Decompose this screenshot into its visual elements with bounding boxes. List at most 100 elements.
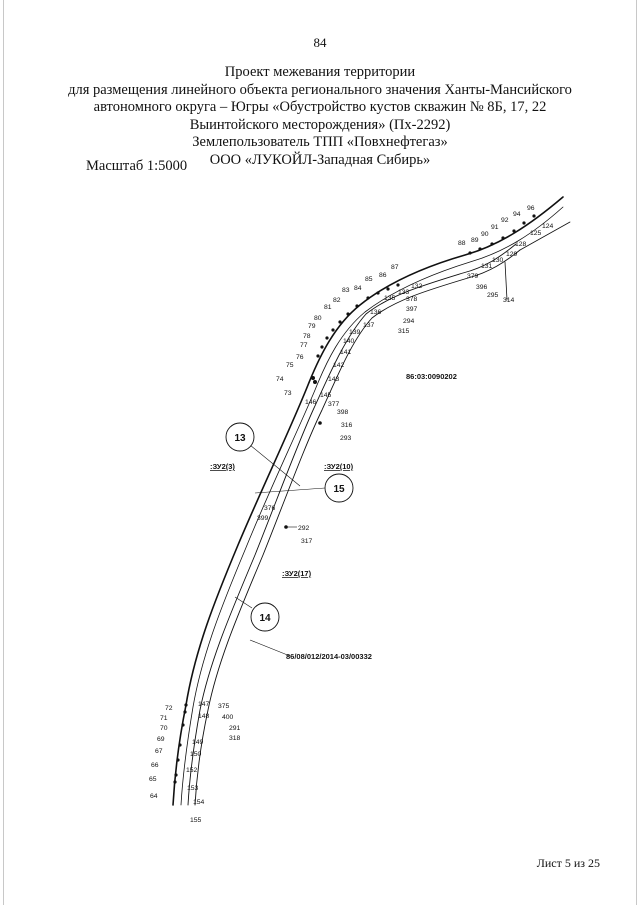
svg-text:91: 91 [491,224,499,231]
circled-label-13: 13 [225,422,255,452]
svg-text:398: 398 [337,409,349,416]
svg-text:85: 85 [365,276,373,283]
inner-left-boundary [180,206,564,806]
svg-text:129: 129 [506,251,518,258]
svg-text:142: 142 [333,362,345,369]
document-title: Проект межевания территории для размещен… [40,64,600,169]
svg-text:73: 73 [284,390,292,397]
svg-text:377: 377 [328,401,340,408]
svg-text:400: 400 [222,714,234,721]
svg-text:399: 399 [257,515,269,522]
branch-line-571 [519,221,571,251]
branch-line-314 [504,261,508,301]
svg-text:128: 128 [515,241,527,248]
svg-text:152: 152 [186,767,198,774]
svg-text:316: 316 [341,422,353,429]
point-labels-middle: 376 399 292 317 [257,505,313,545]
svg-text:82: 82 [333,297,341,304]
svg-text:153: 153 [187,785,199,792]
svg-text:70: 70 [160,725,168,732]
svg-text:89: 89 [471,237,479,244]
svg-text:396: 396 [476,284,488,291]
svg-text:139: 139 [349,329,361,336]
svg-text:74: 74 [276,376,284,383]
svg-text:132: 132 [411,283,423,290]
leader-15 [254,487,326,494]
svg-text:318: 318 [229,735,241,742]
parcel-zu2-10: :ЗУ2(10) [324,462,354,471]
parcel-reference-label: 86/08/012/2014-03/00332 [286,652,372,661]
svg-text:66: 66 [151,762,159,769]
leader-14 [234,596,253,609]
svg-text:96: 96 [527,205,535,212]
svg-text:92: 92 [501,217,509,224]
circled-label-15: 15 [324,473,354,503]
survey-points [173,214,536,784]
svg-text:133: 133 [398,289,410,296]
svg-text:314: 314 [503,297,515,304]
svg-text:376: 376 [264,505,276,512]
svg-text:292: 292 [298,525,310,532]
svg-text:79: 79 [308,323,316,330]
svg-text:124: 124 [542,223,554,230]
svg-text:155: 155 [190,817,202,824]
svg-text:72: 72 [165,705,173,712]
svg-text:77: 77 [300,342,308,349]
parcel-zu2-17: :ЗУ2(17) [282,569,312,578]
svg-text:145: 145 [320,392,332,399]
sheet-number: Лист 5 из 25 [536,856,600,870]
title-line-1: Проект межевания территории [224,64,416,80]
svg-text:86: 86 [379,272,387,279]
leader-13 [249,444,301,487]
svg-text:130: 130 [492,257,504,264]
svg-text:65: 65 [149,776,157,783]
svg-text:136: 136 [370,309,382,316]
svg-text:315: 315 [398,328,410,335]
svg-text:78: 78 [303,333,311,340]
svg-text:13: 13 [234,433,246,444]
svg-text:81: 81 [324,304,332,311]
svg-text:154: 154 [193,799,205,806]
point-labels-upper: 96 94 92 91 90 89 88 124 125 128 129 130… [276,205,554,442]
svg-text:397: 397 [406,306,418,313]
title-line-6: ООО «ЛУКОЙЛ-Западная Сибирь» [209,151,431,168]
svg-text:131: 131 [481,263,493,270]
svg-text:15: 15 [333,484,345,495]
svg-text:379: 379 [467,273,479,280]
scale-label: Масштаб 1:5000 [86,158,188,174]
svg-text:150: 150 [190,751,202,758]
title-line-3: автономного округа – Югры «Обустройство … [93,99,547,115]
svg-text:137: 137 [363,322,375,329]
svg-text:140: 140 [343,338,355,345]
svg-text:143: 143 [328,376,340,383]
svg-text:125: 125 [530,230,542,237]
svg-text:148: 148 [198,713,210,720]
svg-text:14: 14 [259,613,271,624]
svg-text:293: 293 [340,435,352,442]
svg-text:141: 141 [340,349,352,356]
svg-text:84: 84 [354,285,362,292]
svg-text:87: 87 [391,264,399,271]
leader-parcel-ref [249,639,291,657]
svg-text:69: 69 [157,736,165,743]
inner-right-boundary [187,243,517,806]
outer-right-boundary [194,249,521,806]
page-number: 84 [313,35,327,50]
title-line-5: Землепользователь ТПП «Повхнефтегаз» [192,134,448,150]
title-line-2: для размещения линейного объекта региона… [68,81,572,98]
right-page-edge [636,0,637,905]
svg-text:291: 291 [229,725,241,732]
parcel-zu2-3: :ЗУ2(3) [210,462,235,471]
svg-text:67: 67 [155,748,163,755]
svg-text:83: 83 [342,287,350,294]
svg-text:64: 64 [150,793,158,800]
point-labels-lower: 72 71 70 69 67 66 65 64 147 148 149 150 … [149,701,241,824]
svg-text:294: 294 [403,318,415,325]
svg-text:375: 375 [218,703,230,710]
svg-text:75: 75 [286,362,294,369]
svg-text:149: 149 [192,739,204,746]
svg-text:90: 90 [481,231,489,238]
circled-label-14: 14 [250,602,280,632]
svg-text:146: 146 [305,399,317,406]
